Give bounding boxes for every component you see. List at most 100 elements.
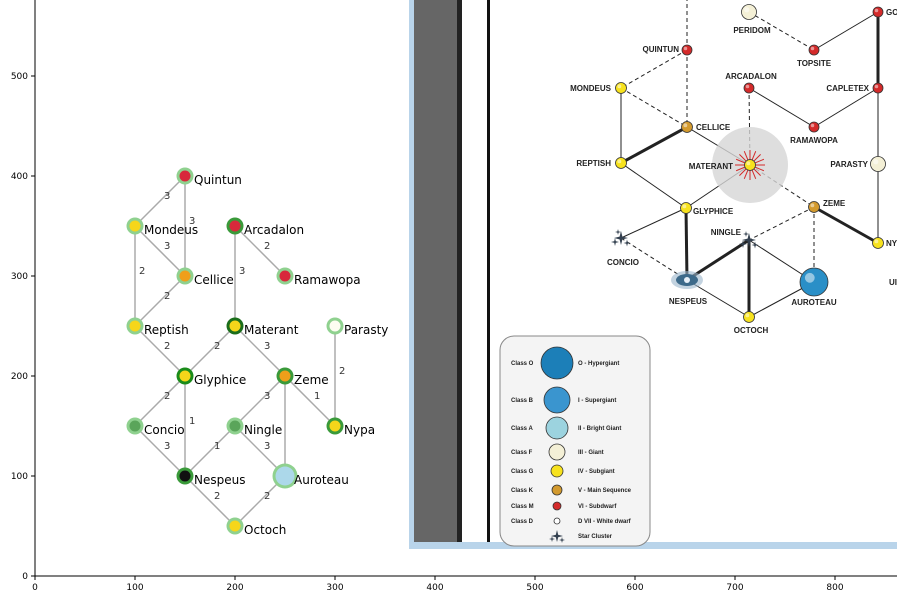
map-route — [748, 11, 815, 51]
window-canvas — [414, 0, 897, 542]
legend-swatch — [540, 346, 574, 380]
graph-node-label: Arcadalon — [244, 223, 304, 237]
edge-weight-label: 3 — [264, 341, 270, 352]
star-peridom — [741, 4, 757, 20]
star-highlight — [683, 123, 688, 128]
legend-box — [499, 335, 651, 547]
star-highlight — [745, 84, 750, 89]
legend-class-label: Class G — [511, 469, 534, 475]
y-tick-label: 400 — [11, 172, 28, 182]
legend-class-label: Class A — [511, 426, 533, 432]
star-name-label: GO — [886, 8, 897, 17]
star-go — [872, 6, 884, 18]
map-stars: PERIDOMQUINTUNTOPSITEGOARCADALONCAPLETEX… — [570, 4, 897, 335]
dark-side-panel — [414, 0, 457, 542]
star-name-label: CONCIO — [607, 258, 639, 267]
star-octoch — [743, 311, 755, 323]
graph-node — [179, 370, 191, 382]
star-cluster-icon — [549, 530, 565, 543]
edge-weight-label: 3 — [264, 441, 270, 452]
edge-weight-label: 2 — [339, 366, 345, 377]
legend-desc-label: Star Cluster — [578, 534, 613, 540]
graph-node — [179, 470, 191, 482]
x-tick-label: 300 — [326, 583, 343, 593]
edge-weight-label: 2 — [164, 391, 170, 402]
graph-node-label: Materant — [244, 323, 299, 337]
graph-node — [329, 420, 341, 432]
x-tick-label: 400 — [426, 583, 443, 593]
legend-desc-label: V - Main Sequence — [578, 488, 632, 494]
graph-node — [129, 320, 141, 332]
graph-edge — [134, 225, 186, 277]
star-name-label: OCTOCH — [734, 326, 769, 335]
star-name-label: GLYPHICE — [693, 207, 734, 216]
x-tick-label: 700 — [726, 583, 743, 593]
edge-weight-label: 3 — [164, 441, 170, 452]
graph-node-label: Concio — [144, 423, 185, 437]
map-route — [684, 207, 689, 281]
graph-node — [279, 270, 291, 282]
graph-edge — [234, 375, 286, 427]
star-highlight — [682, 204, 687, 209]
star-highlight — [745, 313, 750, 318]
graph-node-label: Auroteau — [294, 473, 349, 487]
graph-edge — [234, 325, 286, 377]
legend-class-label: Class K — [511, 488, 534, 494]
graph-node-label: Ramawopa — [294, 273, 361, 287]
star-highlight — [874, 8, 879, 13]
star-cluster-icon — [611, 229, 631, 247]
star-glyphice — [680, 202, 692, 214]
star-name-label: AUROTEAU — [791, 298, 837, 307]
star-name-label: NINGLE — [711, 228, 742, 237]
graph-node-label: Parasty — [344, 323, 388, 337]
star-arcadalon — [743, 82, 755, 94]
star-name-label: ZEME — [823, 199, 846, 208]
graph-node — [229, 320, 241, 332]
legend-swatch — [551, 484, 563, 496]
star-highlight — [617, 159, 622, 164]
graph-node — [229, 220, 241, 232]
edge-weight-label: 2 — [214, 341, 220, 352]
graph-node — [179, 270, 191, 282]
graph-node-label: Nespeus — [194, 473, 245, 487]
star-highlight — [744, 7, 750, 13]
graph-edge — [234, 225, 286, 277]
graph-node — [179, 170, 191, 182]
edge-weight-label: 1 — [314, 391, 320, 402]
map-route — [813, 205, 879, 245]
y-tick-label: 300 — [11, 272, 28, 282]
graph-node — [229, 520, 241, 532]
star-ramawopa — [808, 121, 820, 133]
graph-node-label: Nypa — [344, 423, 375, 437]
map-route — [620, 125, 688, 165]
x-tick-label: 600 — [626, 583, 643, 593]
graph-node-label: Mondeus — [144, 223, 198, 237]
graph-node-label: Reptish — [144, 323, 189, 337]
graph-node — [275, 466, 295, 486]
star-name-label: QUINTUN — [643, 45, 680, 54]
edge-weight-label: 3 — [189, 216, 195, 227]
star-reptish — [615, 157, 627, 169]
graph-edge — [284, 375, 336, 427]
x-tick-label: 500 — [526, 583, 543, 593]
map-route — [813, 11, 879, 51]
legend-class-label: Class O — [511, 361, 534, 367]
graph-edge — [134, 425, 186, 477]
edge-weight-label: 2 — [164, 341, 170, 352]
star-cluster-icon — [739, 231, 759, 249]
x-tick-label: 200 — [226, 583, 243, 593]
legend-swatch — [550, 464, 564, 478]
graph-edge — [134, 275, 186, 327]
star-auroteau — [799, 267, 829, 297]
y-tick-label: 0 — [22, 572, 28, 582]
graph-node — [129, 420, 141, 432]
star-name-label: REPTISH — [576, 159, 611, 168]
star-name-label: PARASTY — [830, 160, 868, 169]
panel-divider — [457, 0, 462, 542]
star-mondeus — [615, 82, 627, 94]
legend-swatch — [545, 416, 569, 440]
star-zeme — [808, 201, 820, 213]
star-name-label: CAPLETEX — [826, 84, 869, 93]
